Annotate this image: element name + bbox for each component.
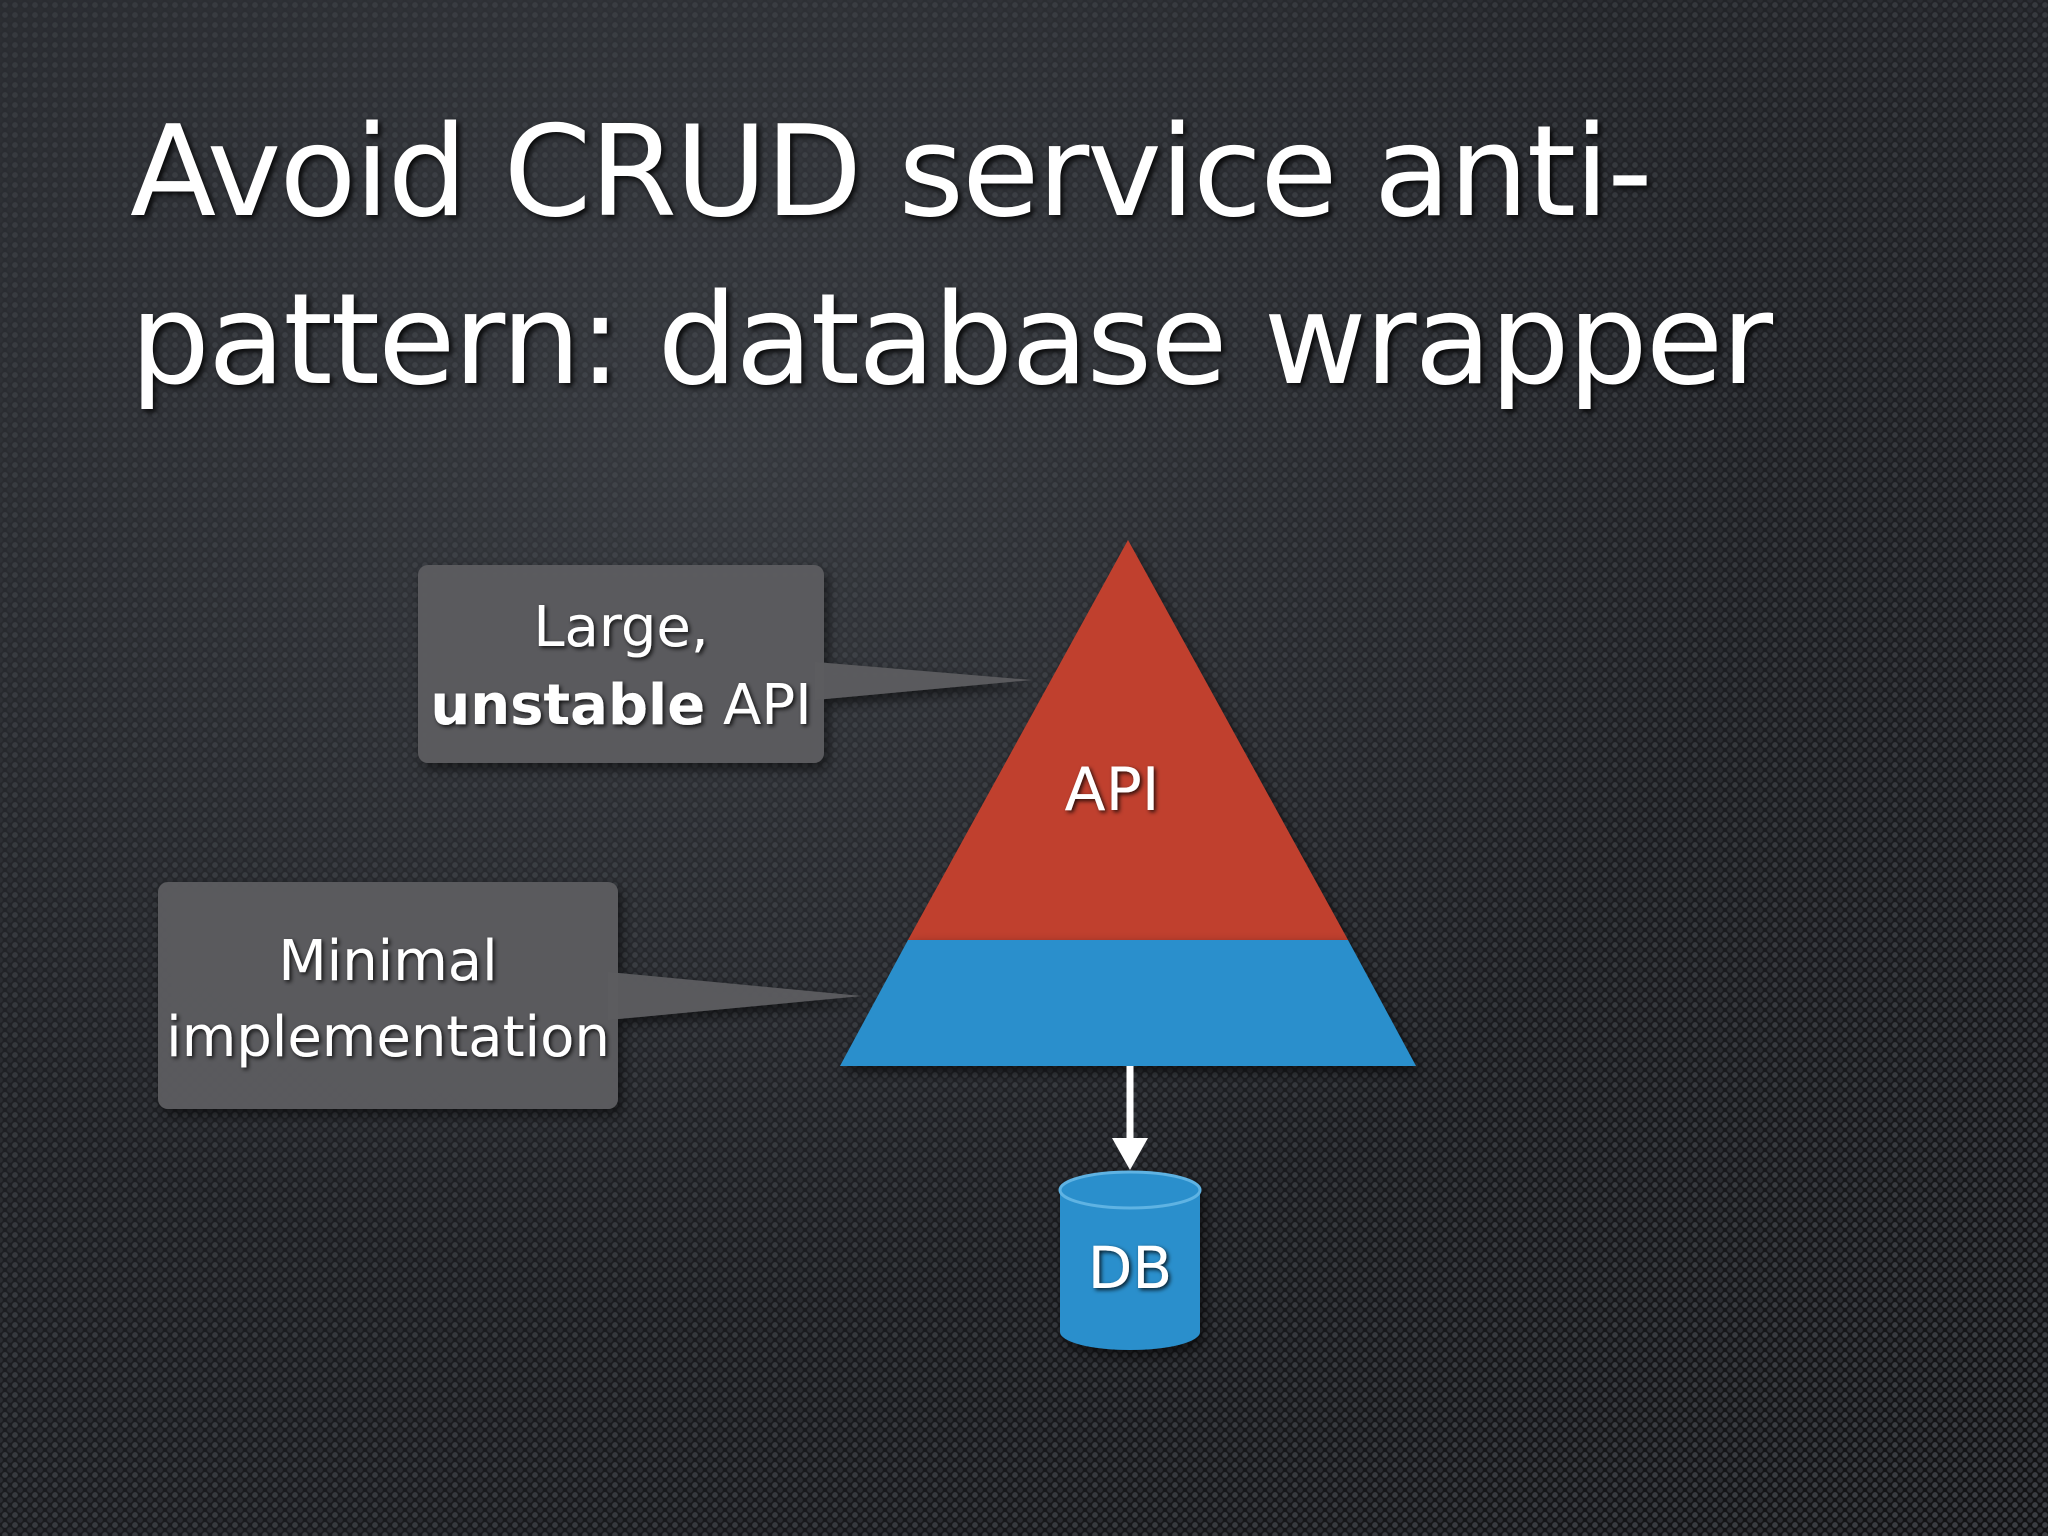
callout-impl (158, 882, 862, 1109)
database-cylinder (1058, 1170, 1202, 1350)
slide-title: Avoid CRUD service anti- pattern: databa… (130, 88, 1950, 424)
api-layer-label: API (1065, 755, 1160, 825)
callout-impl-pointer (608, 972, 862, 1020)
callout-impl-line-2: implementation (166, 1005, 610, 1070)
callout-api-line-2: unstable API (430, 673, 811, 738)
api-layer-triangle (908, 540, 1348, 940)
callout-api (418, 565, 1032, 763)
callout-api-bold-word: unstable (430, 673, 705, 738)
callout-api-pointer (815, 662, 1032, 700)
callout-api-line-1: Large, (533, 595, 708, 660)
implementation-layer-trapezoid (840, 940, 1416, 1066)
callout-impl-box (158, 882, 618, 1109)
database-label: DB (1088, 1234, 1172, 1302)
arrow-to-db-head (1112, 1138, 1148, 1170)
title-line-2: pattern: database wrapper (130, 266, 1773, 413)
callout-api-rest: API (705, 673, 811, 738)
title-line-1: Avoid CRUD service anti- (130, 98, 1653, 245)
callout-impl-line-1: Minimal (278, 929, 497, 994)
callout-api-box (418, 565, 824, 763)
database-top (1058, 1170, 1202, 1210)
database-body (1060, 1190, 1200, 1350)
